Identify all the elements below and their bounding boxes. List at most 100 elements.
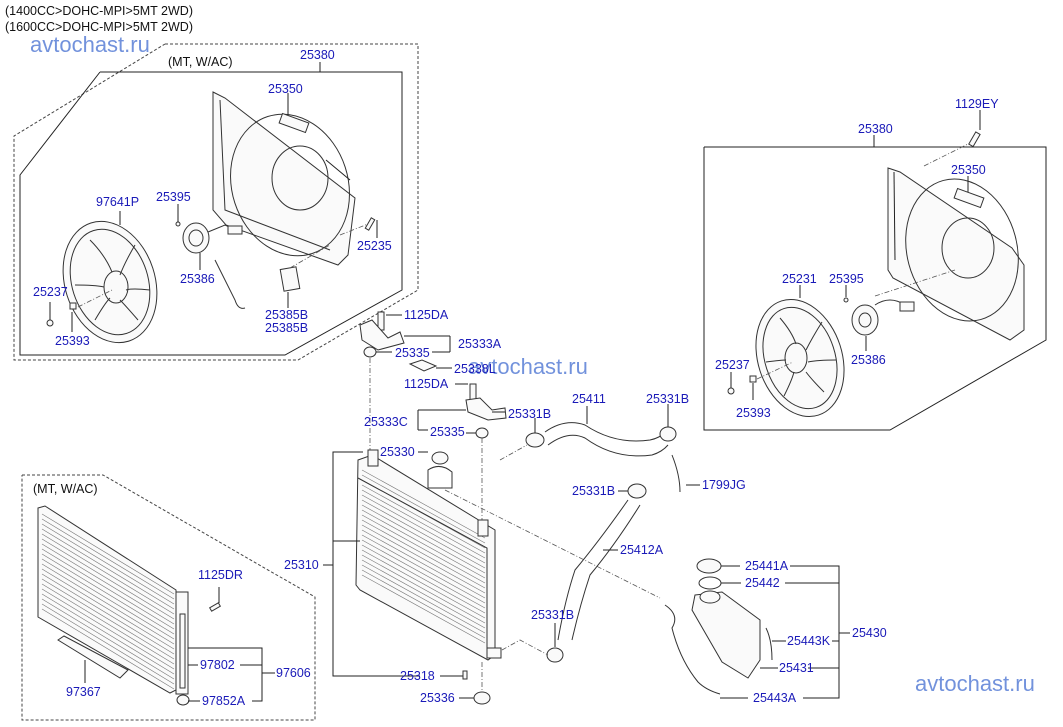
- screw-left-drawing: [175, 221, 181, 227]
- condenser-fin: [41, 528, 175, 610]
- hose-clamp-3-drawing: [627, 483, 647, 499]
- condenser-fin: [41, 588, 175, 670]
- part-label-condenser-cap[interactable]: 97852A: [202, 694, 246, 708]
- condenser-fin: [41, 558, 175, 640]
- fan-left-motor-drawing: [182, 222, 246, 309]
- part-label-fan-right-fan[interactable]: 25231: [782, 272, 817, 286]
- condenser-drawing: [37, 505, 222, 706]
- hose-clip-drawing: [671, 454, 681, 493]
- radiator-fin: [361, 569, 486, 639]
- condenser-group-boundary: [21, 474, 316, 721]
- condenser-fin: [41, 568, 175, 650]
- part-label-fan-right-clip[interactable]: 25393: [736, 406, 771, 420]
- lower-hose-drawing: [557, 499, 641, 641]
- hose-clamp-4-drawing: [546, 647, 564, 663]
- part-label-fan-left-screw[interactable]: 25395: [156, 190, 191, 204]
- part-label-radiator-bracket-upper[interactable]: 25333A: [458, 337, 502, 351]
- part-label-radiator-bracket-lower[interactable]: 25333C: [364, 415, 408, 429]
- condenser-fin: [41, 608, 175, 690]
- part-label-radiator-bolt-upper[interactable]: 1125DA: [404, 308, 449, 322]
- clip-left-drawing: [69, 302, 77, 310]
- fan-left-shroud-drawing: [212, 91, 356, 266]
- radiator-fin: [361, 564, 486, 634]
- nut-left-drawing: [46, 319, 54, 327]
- nut-right-drawing: [727, 387, 735, 395]
- part-label-condenser-pad[interactable]: 97367: [66, 685, 101, 699]
- condenser-fin: [41, 523, 175, 605]
- condenser-fin: [41, 563, 175, 645]
- part-label-radiator-cap[interactable]: 25330: [380, 445, 415, 459]
- part-label-fan-left-resistor-1[interactable]: 25385B: [265, 308, 309, 322]
- part-label-hose-clamp-1[interactable]: 25331B: [508, 407, 552, 421]
- radiator-fin: [361, 559, 486, 629]
- part-label-fan-right-bolt-top[interactable]: 1129EY: [955, 97, 999, 111]
- condenser-fin: [41, 543, 175, 625]
- part-label-reservoir-seal[interactable]: 25442: [745, 576, 780, 590]
- condenser-pad-drawing: [57, 635, 129, 679]
- part-label-radiator-assembly[interactable]: 25310: [284, 558, 319, 572]
- radiator-fin: [361, 474, 486, 544]
- part-label-fan-left-resistor-2[interactable]: 25385B: [265, 321, 309, 335]
- part-label-fan-right-motor[interactable]: 25386: [851, 353, 886, 367]
- part-label-fan-right-nut[interactable]: 25237: [715, 358, 750, 372]
- part-label-fan-left-fan[interactable]: 97641P: [96, 195, 140, 209]
- fan-right-motor-drawing: [851, 269, 956, 351]
- part-label-condenser-drier[interactable]: 97802: [200, 658, 235, 672]
- part-label-radiator-label-plate[interactable]: 25338L: [454, 362, 496, 376]
- condenser-fin: [41, 513, 175, 595]
- part-label-hose-clamp-3[interactable]: 25331B: [572, 484, 616, 498]
- radiator-fin: [361, 499, 486, 569]
- part-label-fan-left-motor[interactable]: 25386: [180, 272, 215, 286]
- bottom-insulator-drawing: [473, 691, 491, 705]
- part-label-radiator-insulator-upper[interactable]: 25335: [395, 346, 430, 360]
- part-label-fan-left-shroud[interactable]: 25350: [268, 82, 303, 96]
- part-label-radiator-insulator-bottom[interactable]: 25336: [420, 691, 455, 705]
- part-label-hose-clamp-2[interactable]: 25331B: [646, 392, 690, 406]
- part-label-fan-right-shroud[interactable]: 25350: [951, 163, 986, 177]
- condenser-fin: [41, 598, 175, 680]
- radiator-fin: [361, 519, 486, 589]
- part-label-fan-left-bolt[interactable]: 25235: [357, 239, 392, 253]
- part-label-reservoir-tank[interactable]: 25431: [779, 661, 814, 675]
- radiator-fin: [361, 544, 486, 614]
- applicability-line-2: (1600CC>DOHC-MPI>5MT 2WD): [5, 20, 194, 34]
- part-label-condenser-assembly[interactable]: 97606: [276, 666, 311, 680]
- part-label-reservoir-hose-k[interactable]: 25443K: [787, 634, 831, 648]
- resistor-left-drawing: [279, 266, 301, 292]
- condenser-fin: [41, 578, 175, 660]
- part-label-reservoir-cap[interactable]: 25441A: [745, 559, 789, 573]
- part-label-fan-right-assembly[interactable]: 25380: [858, 122, 893, 136]
- part-label-upper-hose[interactable]: 25411: [572, 392, 606, 406]
- condenser-fin: [41, 553, 175, 635]
- part-label-hose-clamp-4[interactable]: 25331B: [531, 608, 575, 622]
- radiator-fin: [361, 504, 486, 574]
- radiator-fin: [361, 484, 486, 554]
- part-label-radiator-drain-plug[interactable]: 25318: [400, 669, 435, 683]
- condenser-fin: [41, 538, 175, 620]
- radiator-fin: [361, 509, 486, 579]
- part-label-radiator-bolt-lower[interactable]: 1125DA: [404, 377, 449, 391]
- applicability-line-1: (1400CC>DOHC-MPI>5MT 2WD): [5, 4, 194, 18]
- screw-right-drawing: [843, 297, 849, 303]
- part-label-fan-left-clip[interactable]: 25393: [55, 334, 90, 348]
- part-label-reservoir-assembly[interactable]: 25430: [852, 626, 887, 640]
- part-label-reservoir-hose-a[interactable]: 25443A: [753, 691, 797, 705]
- part-label-radiator-insulator-lower[interactable]: 25335: [430, 425, 465, 439]
- hose-clamp-2-drawing: [659, 426, 677, 442]
- reservoir-hose-drawing: [664, 604, 721, 695]
- part-label-fan-left-nut[interactable]: 25237: [33, 285, 68, 299]
- fan-left-assembly-bracket: [19, 71, 403, 356]
- part-label-lower-hose[interactable]: 25412A: [620, 543, 664, 557]
- fan-left-blade-drawing: [62, 211, 158, 344]
- part-label-fan-left-assembly[interactable]: 25380: [300, 48, 335, 62]
- part-label-fan-right-screw[interactable]: 25395: [829, 272, 864, 286]
- watermark-top-left: avtochast.ru: [30, 32, 150, 57]
- fan-right-shroud-drawing: [887, 167, 1025, 341]
- part-label-hose-clip[interactable]: 1799JG: [702, 478, 746, 492]
- watermark-center: avtochast.ru: [468, 354, 588, 379]
- condenser-fin: [41, 603, 175, 685]
- condenser-fin: [41, 533, 175, 615]
- radiator-fin: [361, 539, 486, 609]
- part-label-condenser-bolt[interactable]: 1125DR: [198, 568, 243, 582]
